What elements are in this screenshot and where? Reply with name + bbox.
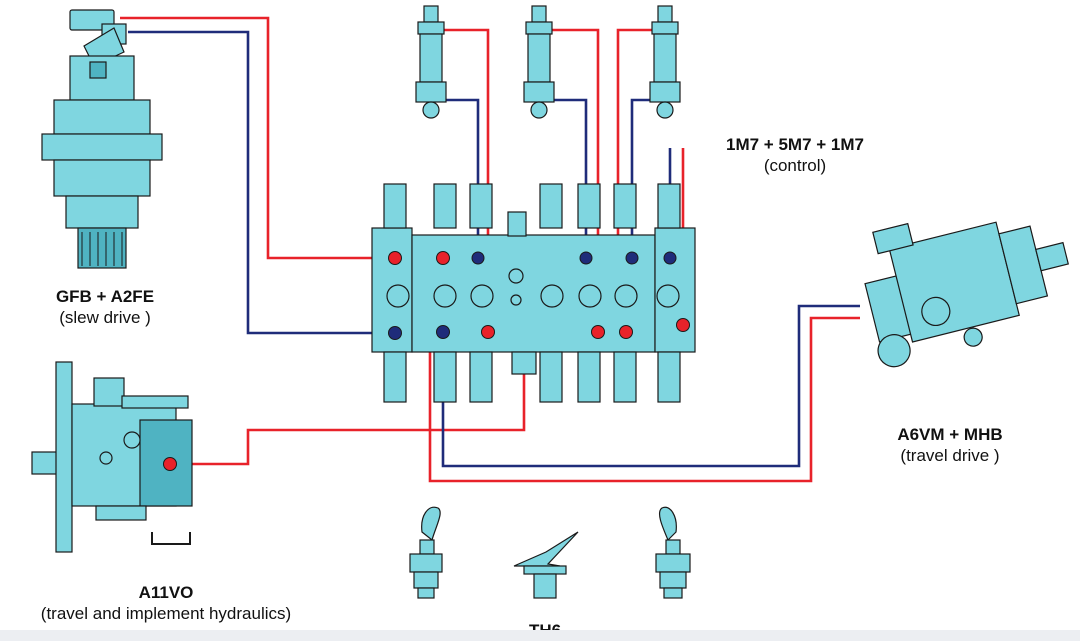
slew-drive <box>41 9 163 269</box>
joystick-pedal <box>513 531 579 599</box>
slew-drive-subtitle: (slew drive ) <box>59 308 151 327</box>
hydraulic-lines <box>120 16 860 483</box>
pump-label: A11VO (travel and implement hydraulics) <box>0 582 332 624</box>
pump-drain <box>151 532 191 545</box>
joystick-right <box>655 506 691 599</box>
cylinder-2 <box>523 5 555 119</box>
line-pump-pressure <box>178 370 526 466</box>
control-label: 1M7 + 5M7 + 1M7 (control) <box>690 134 900 176</box>
joystick-left <box>409 506 443 599</box>
control-valve-block <box>371 183 696 403</box>
travel-drive-title: A6VM + MHB <box>897 425 1003 444</box>
travel-drive-label: A6VM + MHB (travel drive ) <box>860 424 1040 466</box>
control-subtitle: (control) <box>763 156 827 175</box>
control-title: 1M7 + 5M7 + 1M7 <box>726 135 864 154</box>
slew-drive-title: GFB + A2FE <box>55 287 155 306</box>
line-cyl2-pressure <box>546 28 600 332</box>
cylinder-1 <box>415 5 447 119</box>
travel-drive <box>864 221 1070 368</box>
line-cyl3-pressure <box>616 28 662 332</box>
line-travel-return <box>441 304 860 468</box>
line-slew-return <box>128 30 395 335</box>
line-cyl2-return <box>546 98 588 258</box>
pump-port <box>163 457 177 471</box>
line-cyl1-pressure <box>433 28 490 332</box>
slew-drive-label: GFB + A2FE (slew drive ) <box>20 286 190 328</box>
line-cyl1-return <box>433 98 480 258</box>
bottom-strip <box>0 630 1080 641</box>
cylinder-3 <box>649 5 681 119</box>
pump-title: A11VO <box>138 583 194 602</box>
pump-subtitle: (travel and implement hydraulics) <box>40 604 292 623</box>
pump-a11vo <box>31 361 193 553</box>
line-slew-pressure <box>120 16 395 260</box>
control-ports <box>388 251 690 340</box>
travel-drive-subtitle: (travel drive ) <box>900 446 1000 465</box>
